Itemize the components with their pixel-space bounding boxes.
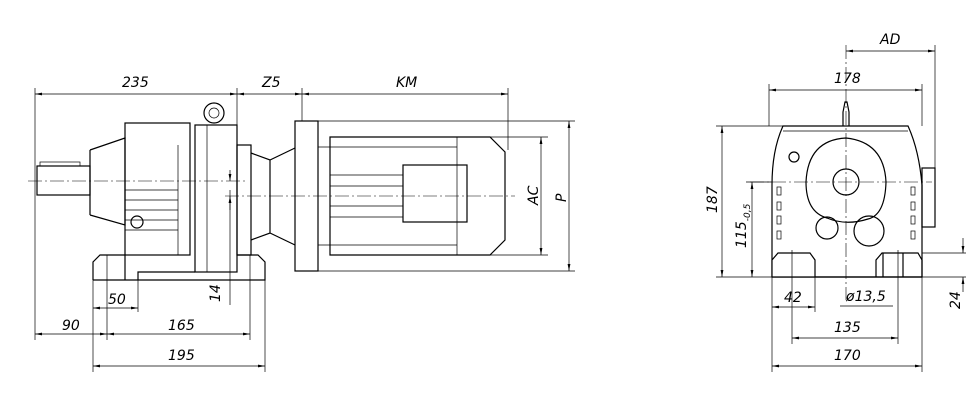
motor-flange: [294, 120, 319, 272]
gearbox-housing: [124, 122, 191, 256]
dim-90: 90: [62, 318, 80, 334]
dim-115: 115-0,5: [734, 203, 753, 248]
output-shaft: [36, 165, 91, 196]
dim-14: 14: [208, 284, 224, 302]
dim-km: KM: [396, 75, 417, 91]
dim-187: 187: [705, 186, 721, 213]
dim-170: 170: [834, 348, 861, 364]
dim-z5: Z5: [261, 75, 281, 91]
front-view: AD 178 187 115-0,5 42 ø13,5 135 170 24: [705, 32, 966, 372]
side-view: 235 Z5 KM AC P 14 50 90 165 195: [28, 75, 575, 372]
dim-178: 178: [834, 71, 861, 87]
foot-hole-section: [875, 252, 923, 277]
drain-plug-icon: [130, 215, 144, 229]
dim-235: 235: [122, 75, 149, 91]
dim-165: 165: [168, 318, 195, 334]
dim-hole-diameter: ø13,5: [845, 289, 886, 305]
gearbox-cone: [89, 137, 126, 226]
gearbox-front: [771, 125, 923, 278]
dim-42: 42: [784, 290, 802, 306]
dim-24: 24: [948, 291, 964, 309]
terminal-box-side: [921, 167, 936, 228]
dim-p: P: [554, 193, 570, 202]
output-shaft-end: [832, 168, 860, 196]
dim-195: 195: [168, 348, 195, 364]
terminal-box: [402, 164, 468, 223]
dim-50: 50: [108, 292, 126, 308]
lug: [842, 101, 850, 126]
dim-ac: AC: [526, 185, 542, 206]
dim-ad: AD: [879, 32, 901, 48]
dim-135: 135: [834, 320, 861, 336]
lifting-eye: [203, 102, 225, 124]
